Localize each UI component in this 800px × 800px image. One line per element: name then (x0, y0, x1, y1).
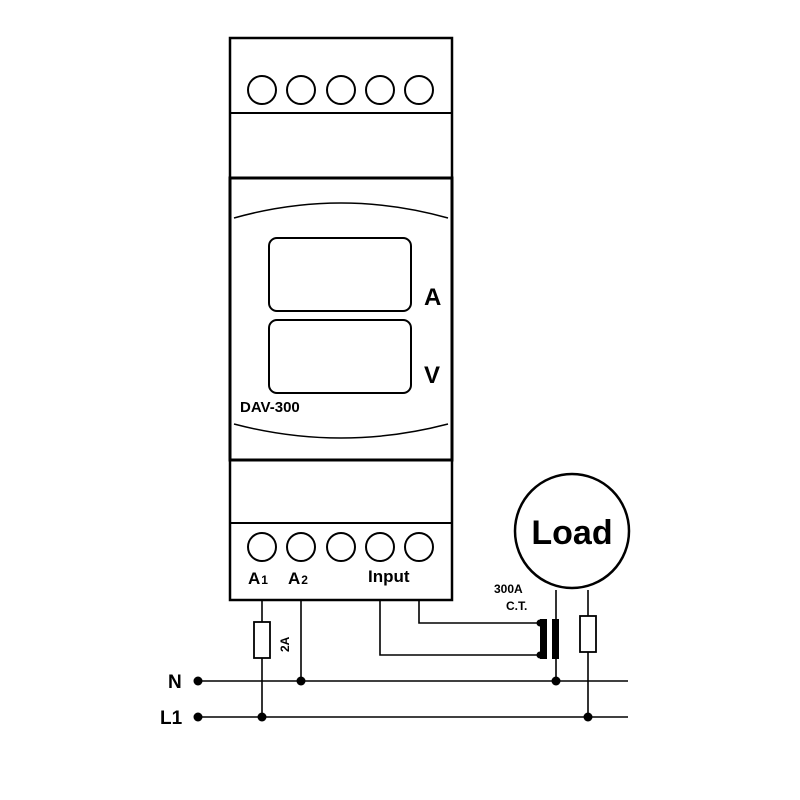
junction-dot (583, 712, 593, 722)
terminal-label-a2: A2 (288, 569, 308, 588)
ammeter-display (268, 237, 412, 312)
terminal-a1 (247, 532, 277, 562)
current-transformer (536, 619, 559, 659)
neutral-label: N (168, 672, 182, 693)
neutral-terminal (193, 676, 203, 686)
load-label: Load (531, 514, 612, 552)
top-terminal (286, 75, 316, 105)
ct-core-left (540, 619, 547, 659)
junction-dot (257, 712, 267, 722)
top-terminal (404, 75, 434, 105)
ct-rating-label: 300A (494, 582, 523, 596)
top-terminal (365, 75, 395, 105)
terminal-label-input: Input (368, 567, 410, 586)
wire-input-1 (379, 600, 540, 656)
fuse-meter (253, 621, 271, 659)
junction-dot (551, 676, 561, 686)
top-terminal-block (247, 75, 434, 105)
junctions (257, 676, 593, 722)
terminal-input-2 (404, 532, 434, 562)
panel-bottom-curve (233, 423, 449, 439)
ct-node (536, 619, 544, 627)
model-label: DAV-300 (240, 399, 300, 416)
unit-label-volts: V (424, 362, 440, 389)
fuse-load (579, 615, 597, 653)
ct-label: C.T. (506, 599, 527, 613)
live-label: L1 (160, 708, 183, 729)
top-terminal (326, 75, 356, 105)
panel-top-curve (233, 202, 449, 219)
fuse-rating-label: 2A (278, 636, 292, 652)
bottom-terminal-block (247, 532, 434, 562)
live-terminal (193, 712, 203, 722)
terminal-label-a1: A1 (248, 569, 268, 588)
terminal-a2 (286, 532, 316, 562)
voltmeter-display (268, 319, 412, 394)
wire-input-2 (418, 600, 540, 624)
terminal-input-1 (365, 532, 395, 562)
terminal-unused (326, 532, 356, 562)
junction-dot (296, 676, 306, 686)
unit-label-amps: A (424, 284, 441, 311)
load-circle (513, 472, 631, 590)
ct-core-right (552, 619, 559, 659)
din-rail-meter: A V DAV-300 A1 A2 Input (228, 36, 454, 602)
top-terminal (247, 75, 277, 105)
ct-node (536, 651, 544, 659)
